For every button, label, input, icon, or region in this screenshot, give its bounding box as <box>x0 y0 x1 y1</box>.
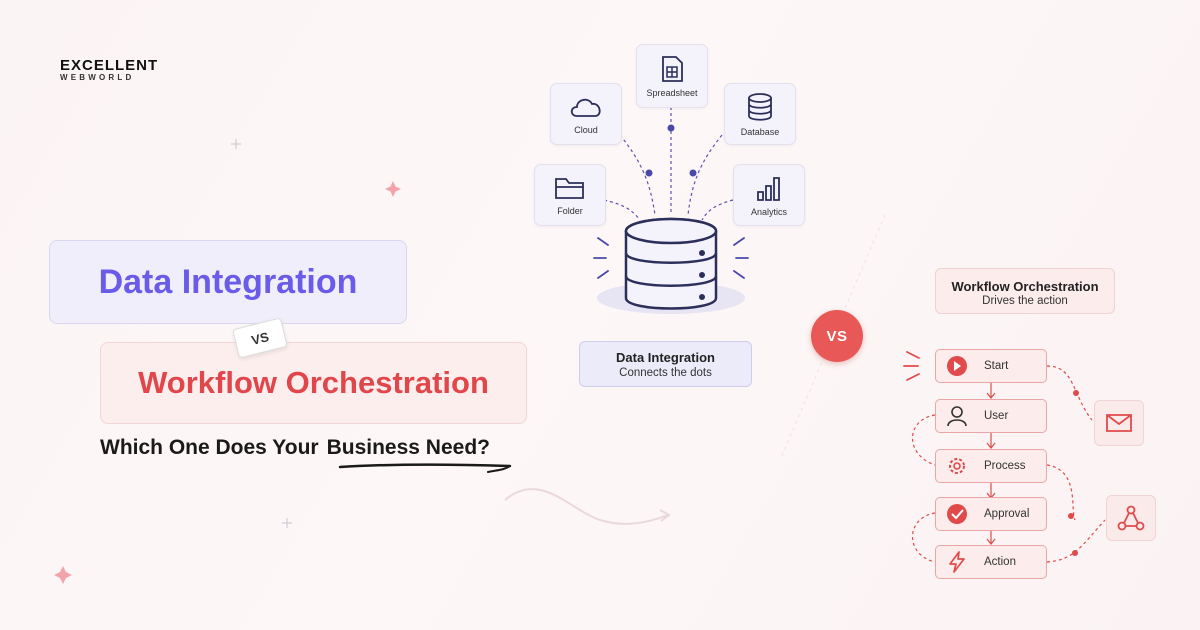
connector-database <box>687 134 723 216</box>
user-icon <box>946 405 968 427</box>
data-integration-title: Data Integration <box>98 262 358 301</box>
workflow-step-label: Start <box>984 360 1009 372</box>
workflow-step-process: Process <box>935 449 1047 483</box>
mail-icon <box>1106 414 1132 432</box>
central-database-icon <box>624 217 718 310</box>
workflow-orchestration-title: Workflow Orchestration <box>138 365 489 400</box>
source-label: Spreadsheet <box>646 87 698 98</box>
workflow-label-subtitle: Drives the action <box>982 295 1068 307</box>
network-icon <box>1117 505 1145 531</box>
data-integration-label: Data Integration Connects the dots <box>579 341 752 387</box>
analytics-icon <box>757 176 780 201</box>
workflow-step-label: Process <box>984 460 1026 472</box>
folder-icon <box>555 177 584 199</box>
hand-drawn-underline <box>338 463 512 473</box>
headline-question: Which One Does Your Business Need? <box>100 436 490 460</box>
data-integration-title-card: Data Integration <box>49 240 407 324</box>
workflow-step-user: User <box>935 399 1047 433</box>
data-integration-label-title: Data Integration <box>616 350 715 365</box>
connector-folder <box>603 199 641 221</box>
source-spreadsheet: Spreadsheet <box>636 44 708 108</box>
company-logo: EXCELLENT WEBWORLD <box>60 58 158 83</box>
check-circle-icon <box>946 503 968 525</box>
database-icon <box>748 92 772 121</box>
source-label: Analytics <box>750 206 787 217</box>
workflow-step-start: Start <box>935 349 1047 383</box>
workflow-label-title: Workflow Orchestration <box>951 279 1099 294</box>
workflow-label: Workflow Orchestration Drives the action <box>935 268 1115 314</box>
logo-line2: WEBWORLD <box>60 73 135 82</box>
source-analytics: Analytics <box>733 164 805 226</box>
source-label: Database <box>740 126 780 137</box>
logo-line1: EXCELLENT <box>60 57 159 74</box>
swoosh-arrow-decoration <box>504 488 669 525</box>
sparkle-decoration <box>385 181 401 197</box>
data-integration-label-subtitle: Connects the dots <box>619 367 712 379</box>
sparkle-decoration <box>231 139 241 149</box>
workflow-step-label: Approval <box>984 508 1030 520</box>
source-cloud: Cloud <box>550 83 622 145</box>
question-emphasis: Business Need? <box>326 436 490 459</box>
connector-cloud <box>619 134 656 216</box>
connector-node <box>689 169 697 177</box>
source-folder: Folder <box>534 164 606 226</box>
workflow-step-action: Action <box>935 545 1047 579</box>
connector-node <box>645 169 653 177</box>
workflow-step-label: User <box>984 410 1009 422</box>
connector-node <box>667 124 675 132</box>
question-start: Which One Does Your <box>100 436 319 459</box>
lightning-icon <box>946 551 968 573</box>
cloud-icon <box>570 98 601 117</box>
workflow-step-label: Action <box>984 556 1016 568</box>
workflow-step-approval: Approval <box>935 497 1047 531</box>
mail-notification <box>1094 400 1144 446</box>
play-icon <box>946 355 968 377</box>
sparkle-decoration <box>282 518 292 528</box>
spreadsheet-icon <box>662 55 683 82</box>
vs-badge: VS <box>811 310 863 362</box>
source-database: Database <box>724 83 796 145</box>
network-node <box>1106 495 1156 541</box>
gear-icon <box>946 455 968 477</box>
source-label: Folder <box>557 205 583 216</box>
workflow-orchestration-title-card: Workflow Orchestration <box>100 342 527 424</box>
sparkle-decoration <box>54 566 72 584</box>
source-label: Cloud <box>574 124 598 135</box>
